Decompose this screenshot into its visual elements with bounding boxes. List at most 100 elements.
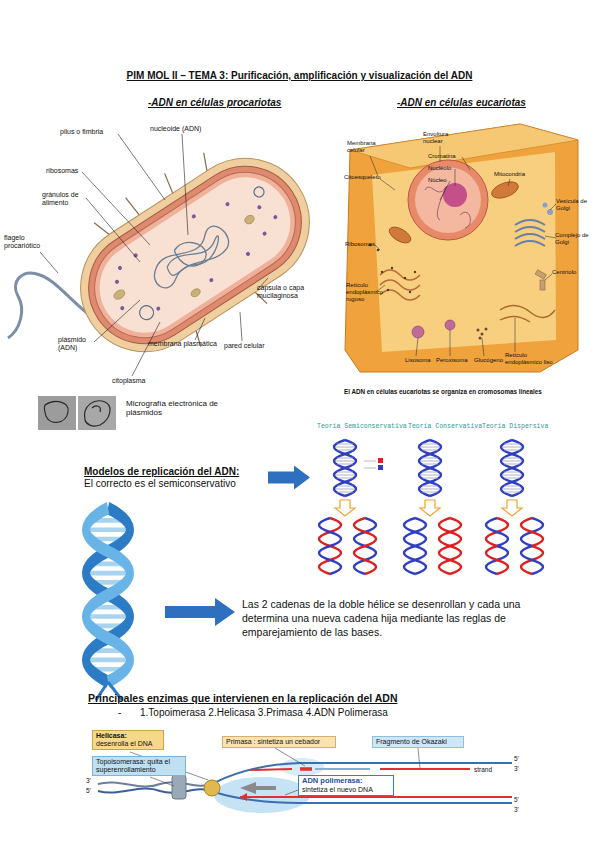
replication-models bbox=[501, 440, 523, 496]
replication-models bbox=[334, 440, 356, 496]
replication-models bbox=[521, 546, 543, 574]
section-heading: Principales enzimas que intervienen en l… bbox=[88, 692, 397, 704]
eukaryotic-cell bbox=[380, 270, 420, 280]
replication-models bbox=[354, 518, 376, 574]
prokaryotic-cell bbox=[132, 322, 160, 376]
text-block: Modelos de replicación del ADN:El correc… bbox=[84, 466, 266, 489]
box-text: El correcto es el semiconservativo bbox=[84, 478, 266, 490]
eukaryotic-cell bbox=[380, 270, 420, 300]
prokaryotic-cell bbox=[86, 198, 140, 262]
part-label: Centríolo bbox=[552, 269, 576, 276]
part-label: membrana plasmática bbox=[148, 340, 217, 348]
prokaryotic-cell bbox=[112, 288, 126, 301]
eukaryotic-cell bbox=[408, 160, 488, 240]
replication-fork bbox=[285, 790, 298, 795]
eukaryotic-cell bbox=[515, 234, 545, 239]
eukaryotic-cell bbox=[414, 271, 416, 273]
replication-models bbox=[439, 518, 461, 574]
strand-end: 3' bbox=[514, 806, 519, 813]
prokaryotic-cell bbox=[209, 277, 215, 283]
eukaryotic-cell bbox=[455, 169, 456, 186]
mini-legend bbox=[364, 468, 376, 469]
eukaryotic-cell bbox=[425, 186, 446, 220]
replication-models bbox=[404, 518, 426, 574]
eukaryotic-cell bbox=[415, 167, 481, 233]
eukaryotic-cell bbox=[416, 338, 418, 356]
eukaryotic-cell bbox=[515, 318, 516, 352]
mini-legend bbox=[364, 461, 376, 462]
replication-fork bbox=[240, 782, 276, 794]
replication-models bbox=[439, 518, 461, 574]
micrograph bbox=[38, 396, 116, 430]
part-label: pilus o fimbria bbox=[60, 128, 103, 136]
part-label: Retículo endoplásmico rugoso bbox=[346, 282, 390, 303]
replication-models bbox=[420, 500, 440, 516]
box-text: desenrolla el DNA bbox=[93, 740, 163, 748]
box-heading: Helicasa: bbox=[93, 732, 163, 740]
part-label: Núcleo bbox=[428, 177, 447, 184]
replication-models bbox=[486, 546, 508, 574]
prokaryotic-cell bbox=[40, 134, 268, 376]
prokaryotic-cell bbox=[94, 300, 140, 342]
enzyme-list: 1.Topoimerasa 2.Helicasa 3.Primasa 4.ADN… bbox=[140, 707, 388, 719]
pointer-arrow bbox=[165, 598, 235, 626]
dna-helix bbox=[86, 508, 130, 682]
prokaryotic-cell bbox=[161, 173, 176, 193]
replication-fork bbox=[280, 758, 324, 776]
replication-fork bbox=[275, 748, 305, 766]
figure-note: El ADN en células eucariotas se organiza… bbox=[344, 388, 542, 395]
page-title: PIM MOL II – TEMA 3: Purificación, ampli… bbox=[0, 70, 599, 82]
replication-models bbox=[319, 440, 543, 574]
prokaryotic-cell bbox=[8, 115, 343, 389]
part-label: flagelo procariótico bbox=[4, 234, 52, 250]
bullet: - bbox=[118, 707, 121, 719]
box-heading: Modelos de replicación del ADN: bbox=[84, 466, 266, 478]
prokaryotic-cell bbox=[262, 231, 268, 237]
eukaryotic-cell bbox=[391, 267, 393, 269]
eukaryotic-cell bbox=[477, 329, 480, 332]
part-label: Cromatina bbox=[428, 153, 456, 160]
strand-end: 3' bbox=[514, 765, 519, 772]
replication-models bbox=[419, 440, 441, 496]
eukaryotic-cell bbox=[440, 181, 450, 200]
prokaryotic-cell bbox=[117, 265, 123, 271]
replication-fork bbox=[204, 780, 220, 796]
eukaryotic-cell bbox=[535, 270, 546, 290]
part-label: nucleoide (ADN) bbox=[150, 125, 201, 133]
box-heading: Teoría Semiconservativa bbox=[317, 423, 407, 430]
replication-models bbox=[404, 518, 426, 574]
replication-fork bbox=[150, 777, 174, 786]
prokaryotic-cell bbox=[40, 252, 58, 273]
micrograph bbox=[44, 401, 110, 426]
replication-fork bbox=[98, 782, 212, 786]
eukaryotic-cell bbox=[375, 245, 380, 250]
eukaryotic-cell bbox=[508, 179, 510, 186]
prokaryotic-cell bbox=[173, 235, 210, 272]
part-label: ribosomas bbox=[46, 167, 78, 175]
prokaryotic-cell bbox=[273, 214, 279, 220]
prokaryotic-cell bbox=[56, 134, 334, 376]
replication-models bbox=[521, 518, 543, 546]
eukaryotic-cell bbox=[387, 179, 521, 247]
prokaryotic-cell bbox=[82, 160, 307, 350]
prokaryotic-cell bbox=[191, 214, 197, 220]
micrograph bbox=[85, 401, 110, 426]
replication-fork bbox=[250, 769, 292, 770]
part-label: Ribosomas bbox=[345, 241, 375, 248]
prokaryotic-cell bbox=[190, 287, 202, 298]
eukaryotic-cell bbox=[450, 330, 451, 356]
strand-end: 5' bbox=[514, 755, 519, 762]
eukaryotic-cell bbox=[412, 320, 455, 338]
prokaryotic-cell bbox=[137, 303, 156, 322]
eukaryotic-cell bbox=[380, 290, 420, 300]
eukaryotic-cell bbox=[477, 328, 488, 340]
eukaryotic-cell bbox=[409, 291, 411, 293]
replication-models bbox=[419, 440, 441, 496]
enzyme-box: ADN polimerasa:sintetiza el nuevo DNA bbox=[298, 775, 394, 796]
part-label: Complejo de Golgi bbox=[555, 232, 591, 246]
eukaryotic-cell bbox=[545, 236, 556, 238]
replication-models bbox=[502, 444, 522, 492]
prokaryotic-cell bbox=[118, 134, 165, 200]
part-label: Lisosoma bbox=[405, 357, 431, 364]
micrograph bbox=[38, 396, 76, 430]
